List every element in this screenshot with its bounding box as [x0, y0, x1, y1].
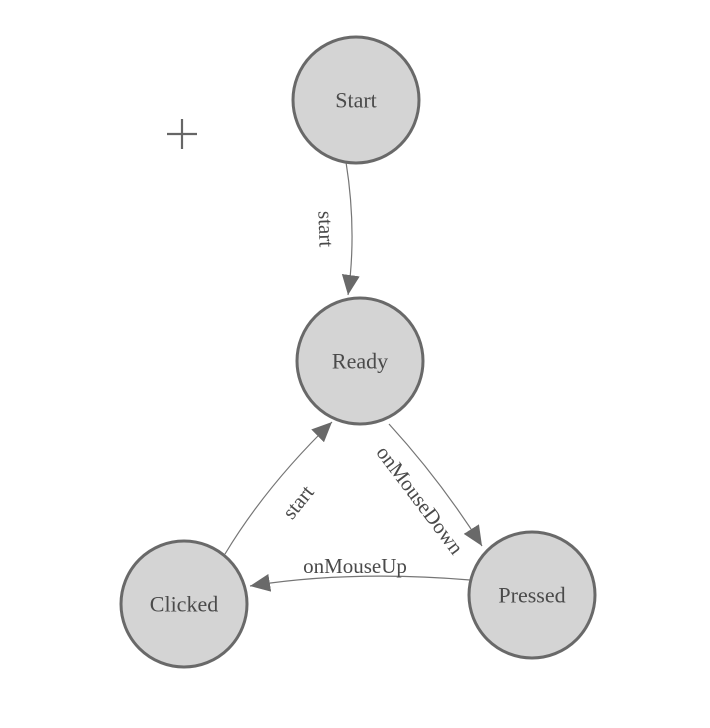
state-node-ready[interactable]: Ready	[295, 296, 425, 426]
state-circle-pressed[interactable]	[467, 530, 597, 660]
transition-start-to-ready[interactable]: start	[313, 161, 360, 296]
transition-ready-to-pressed[interactable]: onMouseDown	[371, 423, 483, 559]
edge-label-ready-to-pressed: onMouseDown	[371, 441, 468, 559]
state-label-clicked: Clicked	[150, 592, 218, 617]
state-circle-clicked[interactable]	[119, 539, 249, 669]
state-label-ready: Ready	[332, 349, 388, 374]
edge-path-ready-to-pressed[interactable]	[388, 423, 483, 547]
edge-label-clicked-to-ready: start	[277, 480, 319, 523]
edge-label-pressed-to-clicked: onMouseUp	[303, 554, 407, 578]
edge-path-pressed-to-clicked[interactable]	[249, 573, 471, 592]
state-circle-start[interactable]	[291, 35, 421, 165]
state-node-pressed[interactable]: Pressed	[467, 530, 597, 660]
state-label-start: Start	[335, 88, 377, 113]
edge-path-start-to-ready[interactable]	[341, 161, 360, 296]
state-circle-ready[interactable]	[295, 296, 425, 426]
edge-path-clicked-to-ready[interactable]	[224, 421, 333, 555]
edge-label-start-to-ready: start	[313, 211, 338, 248]
state-node-start[interactable]: Start	[291, 35, 421, 165]
transition-pressed-to-clicked[interactable]: onMouseUp	[249, 554, 471, 592]
crosshair-plus-icon	[167, 119, 197, 149]
state-label-pressed: Pressed	[498, 583, 565, 608]
transition-clicked-to-ready[interactable]: start	[224, 421, 333, 555]
state-node-clicked[interactable]: Clicked	[119, 539, 249, 669]
